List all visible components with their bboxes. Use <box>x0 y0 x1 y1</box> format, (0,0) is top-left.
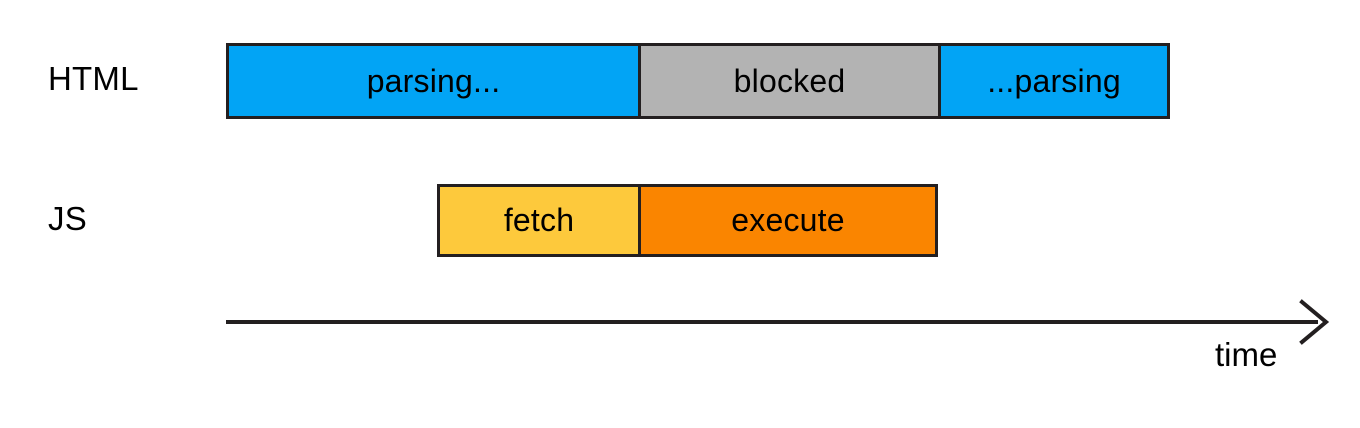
js-timeline-bar: fetch execute <box>437 184 938 257</box>
html-timeline-bar: parsing... blocked ...parsing <box>226 43 1170 119</box>
html-segment-blocked: blocked <box>638 46 938 116</box>
row-label-js: JS <box>48 200 87 237</box>
row-label-html: HTML <box>48 60 139 97</box>
js-segment-fetch: fetch <box>440 187 638 254</box>
js-segment-execute: execute <box>638 187 935 254</box>
html-segment-parsing-resumed: ...parsing <box>938 46 1167 116</box>
html-segment-parsing: parsing... <box>229 46 638 116</box>
time-axis-line <box>226 320 1318 324</box>
arrow-right-icon <box>1296 298 1332 346</box>
time-axis-label: time <box>1215 336 1278 373</box>
